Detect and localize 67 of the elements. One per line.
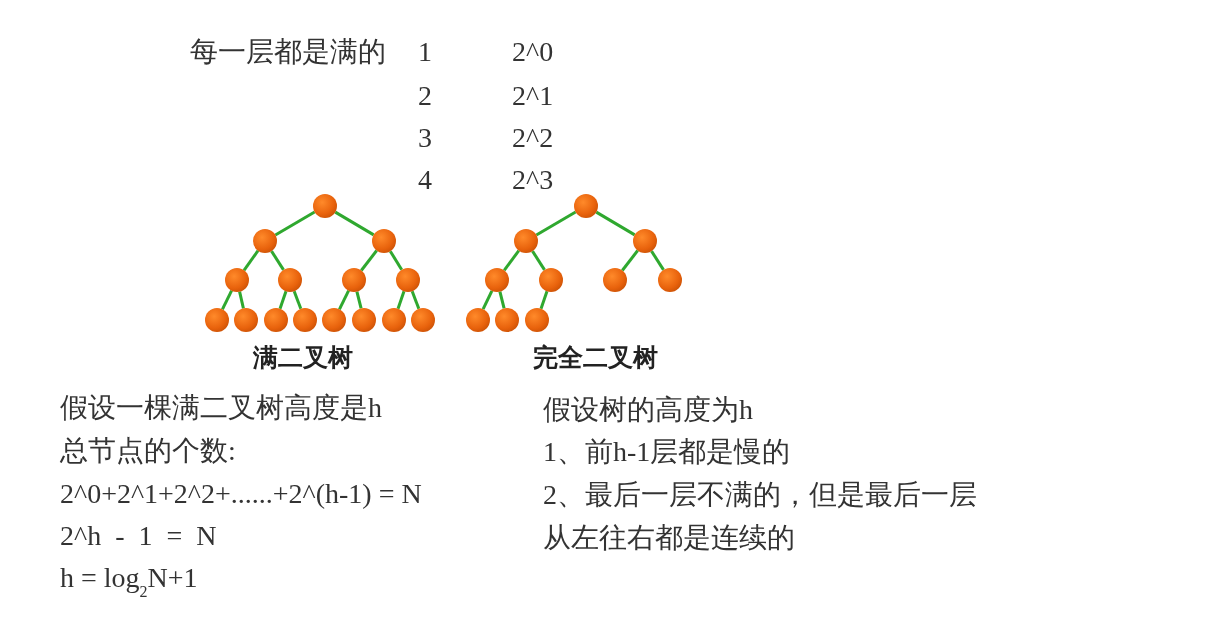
tree-edge (338, 290, 350, 310)
tree-node (411, 308, 435, 332)
formula-text: 2^h - 1 = N (60, 519, 217, 553)
tree-node (234, 308, 258, 332)
tree-edge (595, 210, 636, 237)
tree-node (574, 194, 598, 218)
note-text: 2、最后一层不满的，但是最后一层从左往右都是连续的 (543, 477, 978, 555)
heading-text: 每一层都是满的 (190, 35, 386, 69)
formula-text: 2^0+2^1+2^2+......+2^(h-1) = N (60, 477, 422, 511)
tree-edge (334, 210, 375, 237)
tree-edge (238, 291, 245, 309)
tree-node (539, 268, 563, 292)
tree-node (253, 229, 277, 253)
tree-node (342, 268, 366, 292)
level-number: 4 (418, 163, 432, 197)
power-expression: 2^1 (512, 79, 554, 113)
tree-edge (278, 290, 288, 310)
tree-node (603, 268, 627, 292)
note-text: 总节点的个数: (60, 434, 236, 468)
tree-node (372, 229, 396, 253)
tree-edge (396, 290, 406, 310)
tree-node (396, 268, 420, 292)
tree-node (322, 308, 346, 332)
tree-edge (270, 250, 285, 271)
level-number: 3 (418, 121, 432, 155)
tree-node (633, 229, 657, 253)
tree-edge (292, 290, 303, 310)
tree-node (278, 268, 302, 292)
tree-node (495, 308, 519, 332)
tree-node (485, 268, 509, 292)
tree-edge (650, 250, 665, 271)
tree-edge (242, 249, 260, 272)
note-text: 假设一棵满二叉树高度是h (60, 391, 382, 425)
tree-edge (481, 290, 494, 310)
tree-node (352, 308, 376, 332)
formula-text: h = log$_{2}$N+1 (60, 561, 198, 595)
tree-node (382, 308, 406, 332)
power-expression: 2^3 (512, 163, 554, 197)
tree-node (466, 308, 490, 332)
tree-node (658, 268, 682, 292)
power-expression: 2^2 (512, 121, 554, 155)
tree-node (264, 308, 288, 332)
tree-node (205, 308, 229, 332)
level-number: 2 (418, 79, 432, 113)
tree-edge (503, 249, 520, 272)
tree-edge (498, 291, 506, 309)
tree-node (313, 194, 337, 218)
tree-edge (274, 210, 316, 237)
tree-edge (539, 290, 549, 310)
tree-edge (531, 250, 546, 271)
note-text: 假设树的高度为h (543, 393, 753, 427)
level-number: 1 (418, 35, 432, 69)
tree-node (514, 229, 538, 253)
tree-node (293, 308, 317, 332)
tree-edge (221, 290, 233, 310)
tree-node (225, 268, 249, 292)
tree-edge (360, 249, 378, 272)
power-expression: 2^0 (512, 35, 554, 69)
tree-caption: 满二叉树 (253, 343, 353, 373)
tree-edge (535, 210, 577, 237)
note-text: 1、前h-1层都是慢的 (543, 435, 791, 469)
tree-edge (621, 249, 639, 272)
tree-edge (355, 291, 363, 309)
tree-edge (410, 290, 421, 310)
tree-edge (389, 250, 403, 271)
tree-node (525, 308, 549, 332)
tree-caption: 完全二叉树 (533, 343, 658, 373)
